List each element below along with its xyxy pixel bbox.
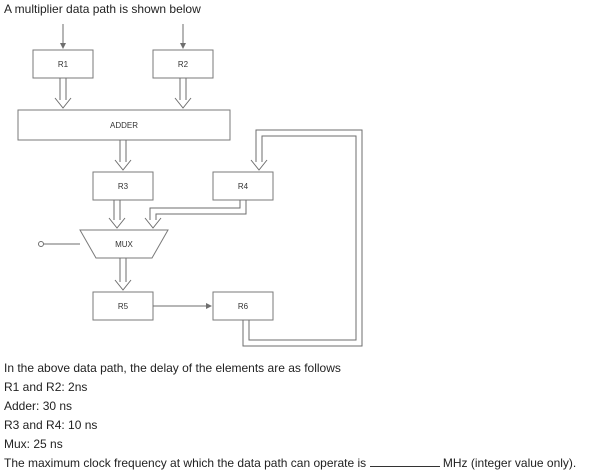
r3-to-mux-bus [108, 200, 126, 229]
r1-label: R1 [58, 60, 69, 69]
adder-block: ADDER [17, 109, 231, 141]
mux-block: MUX [79, 229, 169, 259]
r2-to-adder-bus [174, 78, 192, 109]
r1-to-adder-bus [54, 78, 72, 109]
r6-register: R6 [212, 291, 274, 321]
r6-label: R6 [238, 302, 249, 311]
mux-to-r5-bus [114, 258, 132, 291]
delay-item-r1-r2: R1 and R2: 2ns [4, 380, 88, 394]
r2-register: R2 [152, 49, 214, 79]
delays-intro-text: In the above data path, the delay of the… [4, 361, 341, 375]
adder-label: ADDER [110, 121, 138, 130]
r6-to-r4-feedback-bus [242, 129, 363, 347]
delay-item-mux: Mux: 25 ns [4, 437, 63, 451]
r5-label: R5 [118, 302, 129, 311]
r5-register: R5 [92, 291, 154, 321]
r1-register: R1 [32, 49, 94, 79]
adder-to-r3-bus [114, 140, 132, 171]
answer-blank[interactable] [369, 456, 440, 467]
delay-item-r3-r4: R3 and R4: 10 ns [4, 418, 98, 432]
question-prompt: The maximum clock frequency at which the… [4, 456, 576, 470]
r2-label: R2 [178, 60, 189, 69]
r3-register: R3 [92, 171, 154, 201]
r4-to-mux-bus [144, 200, 247, 229]
r4-register: R4 [212, 171, 274, 201]
mux-select-terminal [38, 241, 44, 247]
prompt-after-blank: MHz (integer value only). [442, 456, 577, 470]
delay-item-adder: Adder: 30 ns [4, 399, 73, 413]
datapath-diagram: R1 R2 ADDER R3 R4 [17, 24, 363, 347]
r3-label: R3 [118, 182, 129, 191]
mux-label: MUX [115, 240, 133, 249]
intro-text: A multiplier data path is shown below [4, 2, 201, 16]
prompt-before-blank: The maximum clock frequency at which the… [4, 456, 367, 470]
r4-label: R4 [238, 182, 249, 191]
